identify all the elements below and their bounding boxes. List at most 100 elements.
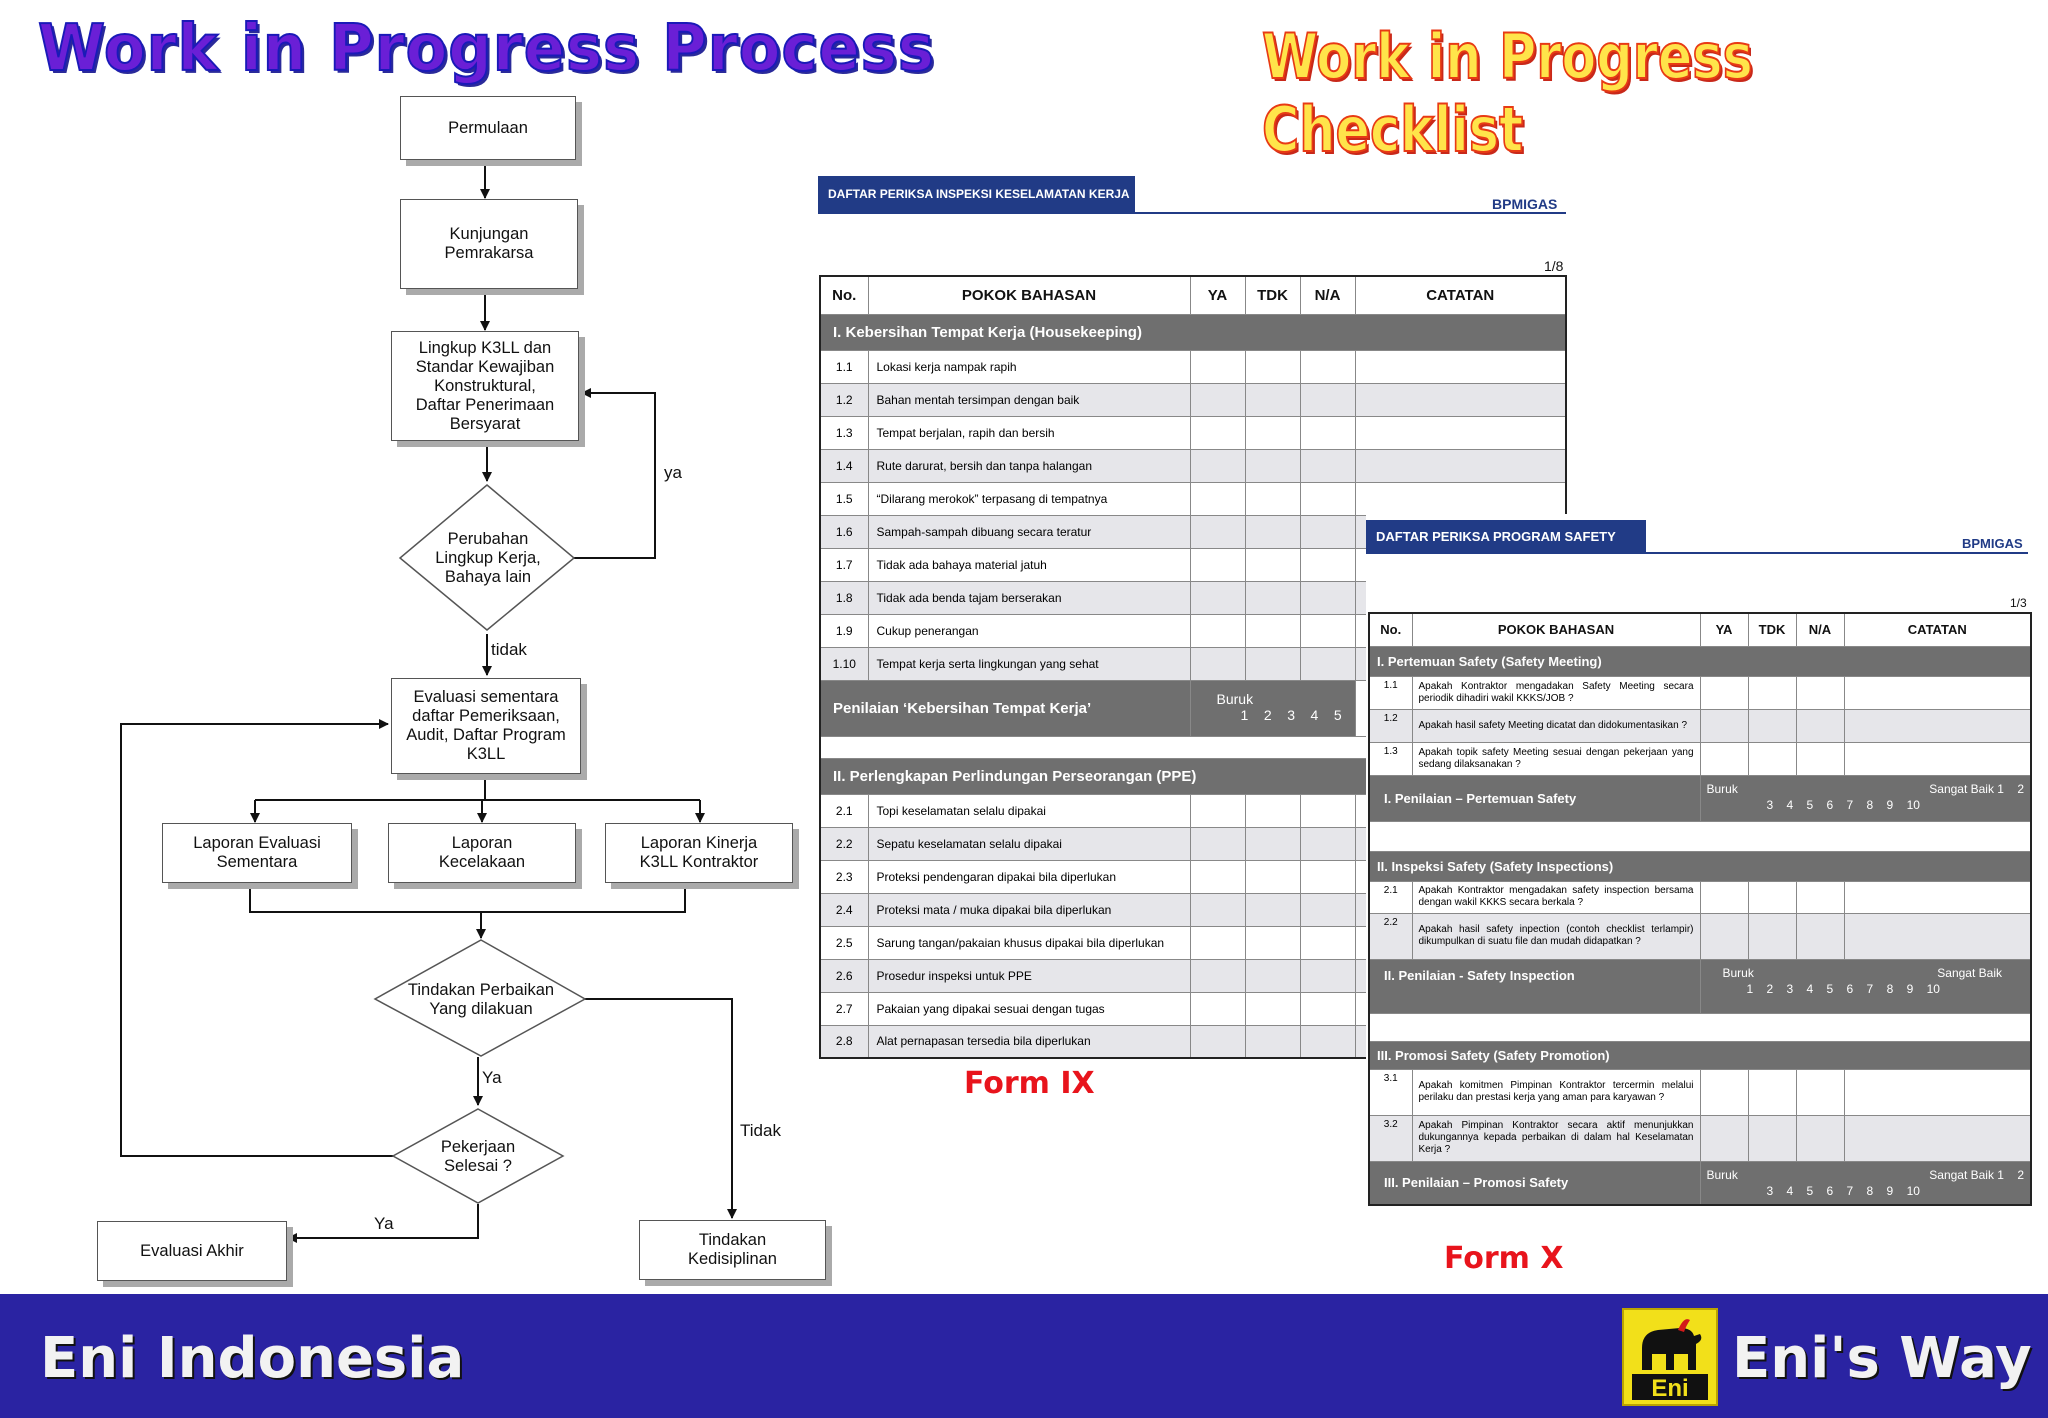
check-na[interactable]: [1299, 925, 1356, 960]
rating-promotion-scale[interactable]: Buruk Sangat Baik 1 2 3 4 5 6 7 8 9 10: [1699, 1160, 2032, 1206]
catatan-cell[interactable]: [1354, 481, 1567, 516]
check-ya[interactable]: [1189, 958, 1246, 993]
check-ya[interactable]: [1189, 826, 1246, 861]
check-tdk[interactable]: [1747, 912, 1797, 960]
check-ya[interactable]: [1189, 448, 1246, 483]
check-na[interactable]: [1299, 892, 1356, 927]
catatan-cell[interactable]: [1843, 912, 2032, 960]
check-na[interactable]: [1299, 448, 1356, 483]
catatan-cell[interactable]: [1843, 1068, 2032, 1116]
check-tdk[interactable]: [1747, 708, 1797, 743]
catatan-cell[interactable]: [1843, 708, 2032, 743]
check-tdk[interactable]: [1747, 1114, 1797, 1162]
catatan-cell[interactable]: [1843, 1114, 2032, 1162]
check-na[interactable]: [1299, 547, 1356, 582]
check-na[interactable]: [1795, 741, 1845, 776]
check-ya[interactable]: [1699, 675, 1749, 710]
check-tdk[interactable]: [1244, 349, 1301, 384]
check-ya[interactable]: [1189, 349, 1246, 384]
check-na[interactable]: [1299, 1024, 1356, 1059]
check-na[interactable]: [1795, 1068, 1845, 1116]
check-tdk[interactable]: [1244, 859, 1301, 894]
section-housekeeping: I. Kebersihan Tempat Kerja (Housekeeping…: [819, 313, 1567, 351]
check-ya[interactable]: [1699, 880, 1749, 914]
check-tdk[interactable]: [1244, 958, 1301, 993]
check-na[interactable]: [1795, 912, 1845, 960]
check-ya[interactable]: [1189, 991, 1246, 1026]
rating-meeting-scale[interactable]: Buruk Sangat Baik 1 2 3 4 5 6 7 8 9 10: [1699, 774, 2032, 822]
node-laporan-evaluasi: Laporan Evaluasi Sementara: [162, 823, 352, 883]
check-na[interactable]: [1299, 826, 1356, 861]
check-ya[interactable]: [1699, 1068, 1749, 1116]
check-ya[interactable]: [1189, 382, 1246, 417]
check-ya[interactable]: [1189, 1024, 1246, 1059]
check-ya[interactable]: [1699, 708, 1749, 743]
check-ya[interactable]: [1189, 892, 1246, 927]
check-tdk[interactable]: [1244, 382, 1301, 417]
check-ya[interactable]: [1189, 793, 1246, 828]
check-na[interactable]: [1795, 880, 1845, 914]
catatan-cell[interactable]: [1843, 675, 2032, 710]
check-tdk[interactable]: [1747, 1068, 1797, 1116]
check-tdk[interactable]: [1244, 793, 1301, 828]
row-no: 2.8: [819, 1024, 869, 1059]
catatan-cell[interactable]: [1843, 880, 2032, 914]
check-ya[interactable]: [1189, 547, 1246, 582]
form-ix-page: 1/8: [1544, 258, 1564, 274]
catatan-cell[interactable]: [1354, 382, 1567, 417]
rating-inspection-scale[interactable]: Buruk Sangat Baik 1 2 3 4 5 6 7 8 9 10: [1699, 958, 2032, 1014]
check-ya[interactable]: [1189, 646, 1246, 681]
catatan-cell[interactable]: [1843, 741, 2032, 776]
check-na[interactable]: [1299, 580, 1356, 615]
check-tdk[interactable]: [1244, 580, 1301, 615]
check-tdk[interactable]: [1747, 741, 1797, 776]
check-tdk[interactable]: [1244, 925, 1301, 960]
check-na[interactable]: [1299, 481, 1356, 516]
check-na[interactable]: [1795, 675, 1845, 710]
check-tdk[interactable]: [1244, 547, 1301, 582]
check-tdk[interactable]: [1244, 1024, 1301, 1059]
check-na[interactable]: [1299, 382, 1356, 417]
row-text: Proteksi pendengaran dipakai bila diperl…: [867, 859, 1191, 894]
check-na[interactable]: [1299, 415, 1356, 450]
check-ya[interactable]: [1189, 514, 1246, 549]
catatan-cell[interactable]: [1354, 349, 1567, 384]
check-ya[interactable]: [1699, 912, 1749, 960]
check-ya[interactable]: [1189, 613, 1246, 648]
check-ya[interactable]: [1189, 415, 1246, 450]
check-na[interactable]: [1795, 1114, 1845, 1162]
check-na[interactable]: [1299, 349, 1356, 384]
check-tdk[interactable]: [1747, 880, 1797, 914]
check-na[interactable]: [1795, 708, 1845, 743]
check-tdk[interactable]: [1244, 892, 1301, 927]
check-ya[interactable]: [1189, 481, 1246, 516]
check-ya[interactable]: [1699, 741, 1749, 776]
rating-housekeeping-scale[interactable]: Buruk 1 2 3 4 5: [1189, 679, 1356, 737]
check-tdk[interactable]: [1244, 481, 1301, 516]
catatan-cell[interactable]: [1354, 448, 1567, 483]
check-tdk[interactable]: [1244, 646, 1301, 681]
row-text: Sampah-sampah dibuang secara teratur: [867, 514, 1191, 549]
check-na[interactable]: [1299, 991, 1356, 1026]
check-tdk[interactable]: [1244, 826, 1301, 861]
check-tdk[interactable]: [1244, 613, 1301, 648]
check-ya[interactable]: [1699, 1114, 1749, 1162]
footer-eni-indonesia: Eni Indonesia: [40, 1326, 465, 1391]
check-ya[interactable]: [1189, 925, 1246, 960]
check-tdk[interactable]: [1244, 991, 1301, 1026]
check-ya[interactable]: [1189, 859, 1246, 894]
check-na[interactable]: [1299, 793, 1356, 828]
check-tdk[interactable]: [1244, 448, 1301, 483]
check-tdk[interactable]: [1747, 675, 1797, 710]
check-na[interactable]: [1299, 646, 1356, 681]
check-na[interactable]: [1299, 514, 1356, 549]
catatan-cell[interactable]: [1354, 415, 1567, 450]
row-text: Apakah hasil safety Meeting dicatat dan …: [1411, 708, 1701, 743]
row-no: 3.2: [1368, 1114, 1413, 1162]
check-ya[interactable]: [1189, 580, 1246, 615]
check-tdk[interactable]: [1244, 514, 1301, 549]
check-na[interactable]: [1299, 958, 1356, 993]
check-tdk[interactable]: [1244, 415, 1301, 450]
check-na[interactable]: [1299, 859, 1356, 894]
check-na[interactable]: [1299, 613, 1356, 648]
